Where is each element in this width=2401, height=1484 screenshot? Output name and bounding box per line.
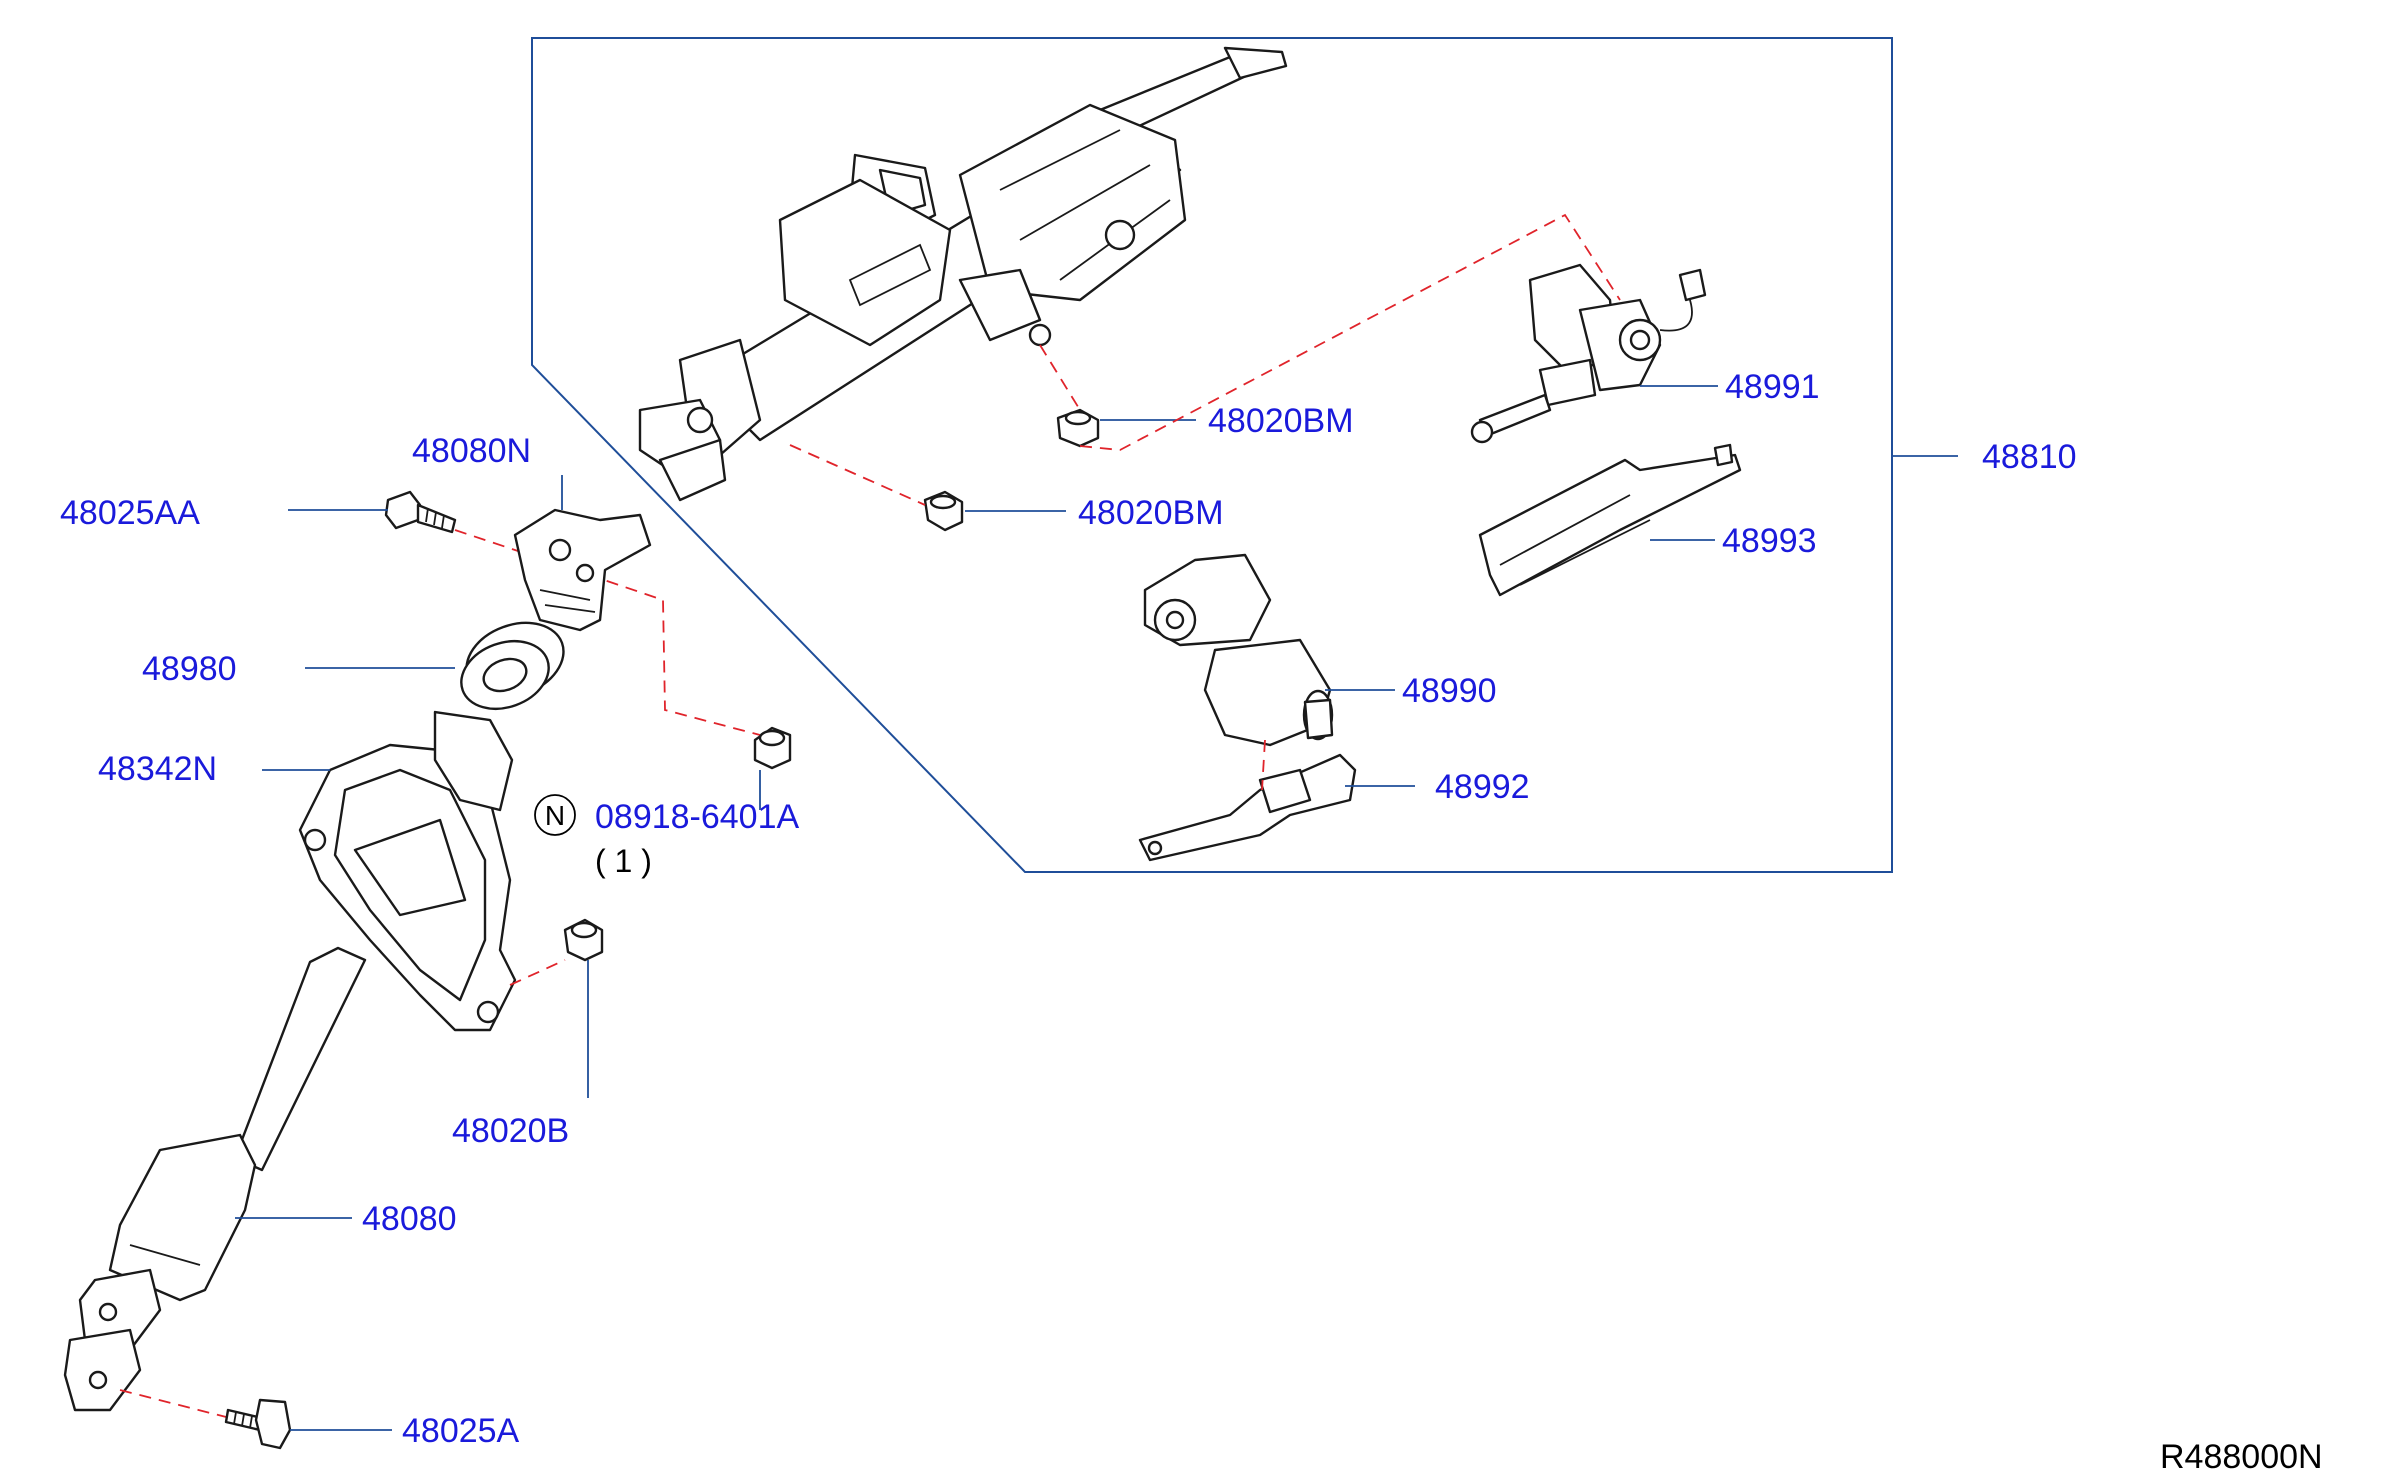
callout-48342N[interactable]: 48342N [98,750,217,788]
dash-48020BM-b [789,444,926,506]
bolt-48025AA-drawing [384,490,457,534]
callout-48025AA[interactable]: 48025AA [60,494,200,532]
dash-48020BM-a [1039,213,1621,451]
callout-48991[interactable]: 48991 [1725,368,1820,406]
callout-48020BM-upper[interactable]: 48020BM [1208,402,1354,440]
nut-48020BM-lower [923,490,964,532]
telescopic-motor-48990-drawing [1143,553,1334,747]
n-badge-circle [534,794,576,836]
callout-48993[interactable]: 48993 [1722,522,1817,560]
nut-48020B-drawing [563,918,604,962]
diagram-reference-code: R488000N [2160,1438,2323,1476]
callout-48080N[interactable]: 48080N [412,432,531,470]
callout-48025A[interactable]: 48025A [402,1412,520,1450]
callout-48990[interactable]: 48990 [1402,672,1497,710]
hole-cover-48342N-drawing [298,710,517,1032]
lower-shaft-48080-drawing [63,946,367,1412]
callout-48020BM-lower[interactable]: 48020BM [1078,494,1224,532]
nut-08918-6401A-drawing [753,726,792,770]
steering-column-assembly-drawing [638,46,1288,502]
bracket-48080N-drawing [513,508,652,632]
dash-48990-48992 [1261,739,1266,791]
dash-48025AA [454,529,761,736]
nut-48020BM-upper [1056,408,1100,448]
callout-48020B[interactable]: 48020B [452,1112,569,1150]
bearing-48980-drawing [460,621,565,710]
callout-08918-6401A[interactable]: 08918-6401A [595,798,800,836]
callout-48980[interactable]: 48980 [142,650,237,688]
callout-48992[interactable]: 48992 [1435,768,1530,806]
n-badge-letter: N [545,800,565,831]
callout-48810[interactable]: 48810 [1982,438,2077,476]
bolt-48025A-drawing [224,1398,292,1450]
assembly-frame-48810 [531,37,1893,873]
bracket-48992-drawing [1138,753,1357,862]
quantity-08918-6401A: ( 1 ) [595,843,652,879]
dash-48342N-48020B [509,959,566,986]
tilt-motor-48991-drawing [1470,263,1707,444]
callout-48080[interactable]: 48080 [362,1200,457,1238]
bracket-48993-drawing [1478,443,1742,597]
dash-48080-48025A [119,1389,231,1419]
